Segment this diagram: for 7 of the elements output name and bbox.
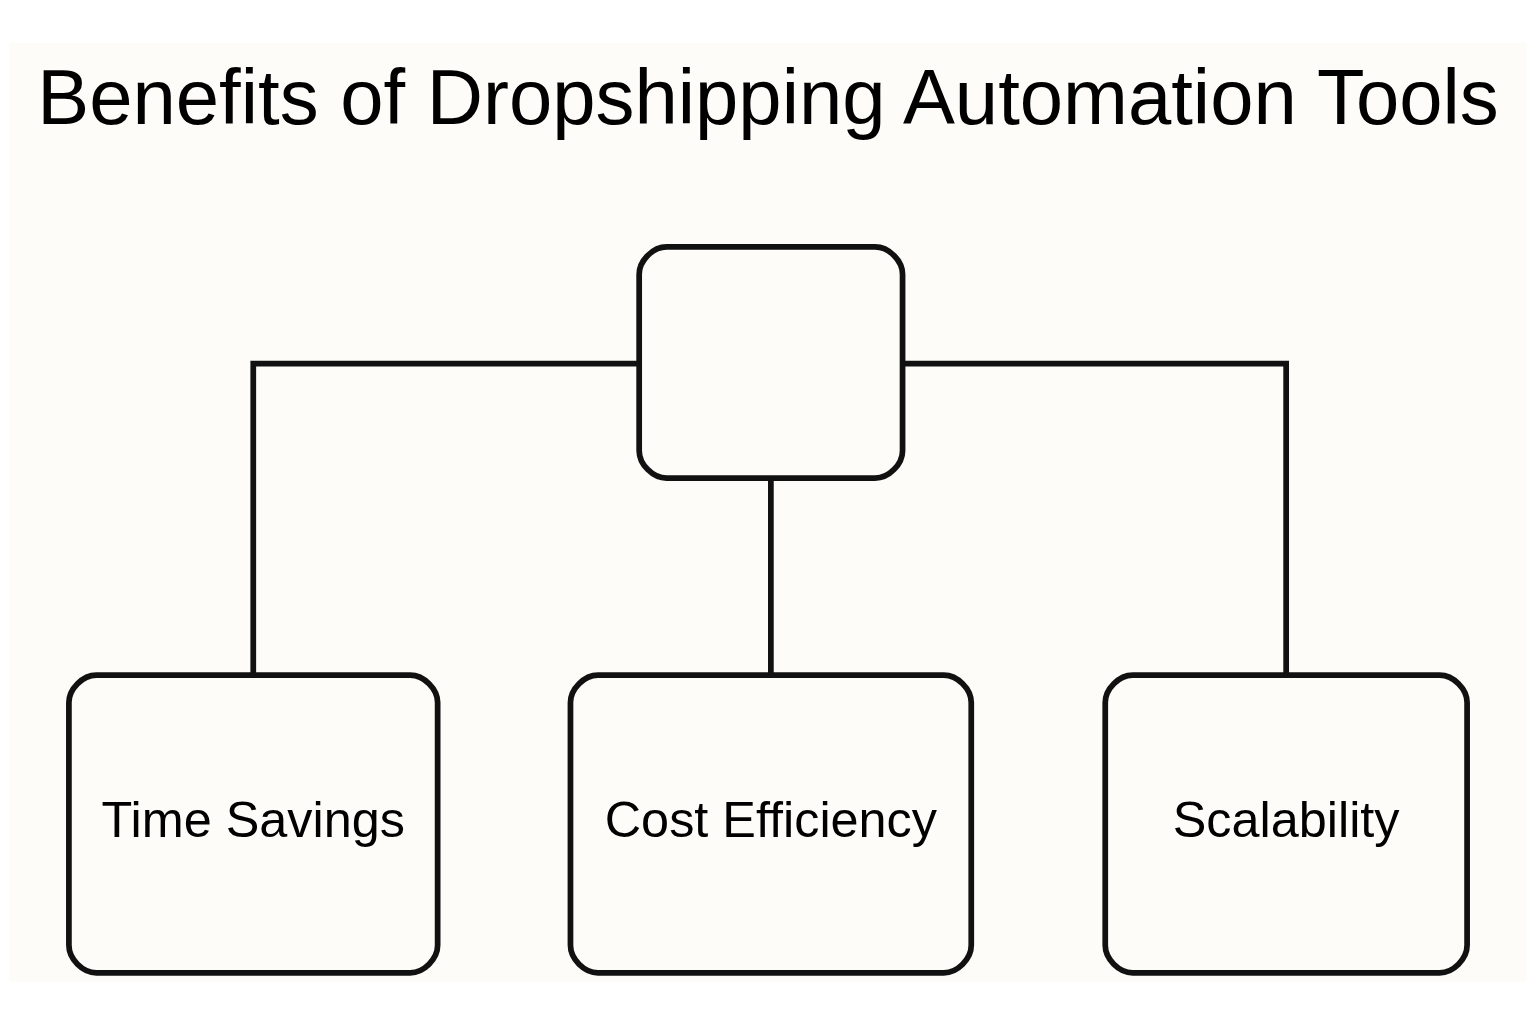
node-box: Scalability	[1102, 671, 1470, 976]
diagram-title: Benefits of Dropshipping Automation Tools	[37, 53, 1499, 140]
node-box	[636, 243, 906, 481]
node-box: Time Savings	[66, 671, 441, 976]
connector	[250, 360, 639, 674]
node-box: Cost Efficiency	[567, 671, 975, 976]
connector	[902, 360, 1290, 674]
